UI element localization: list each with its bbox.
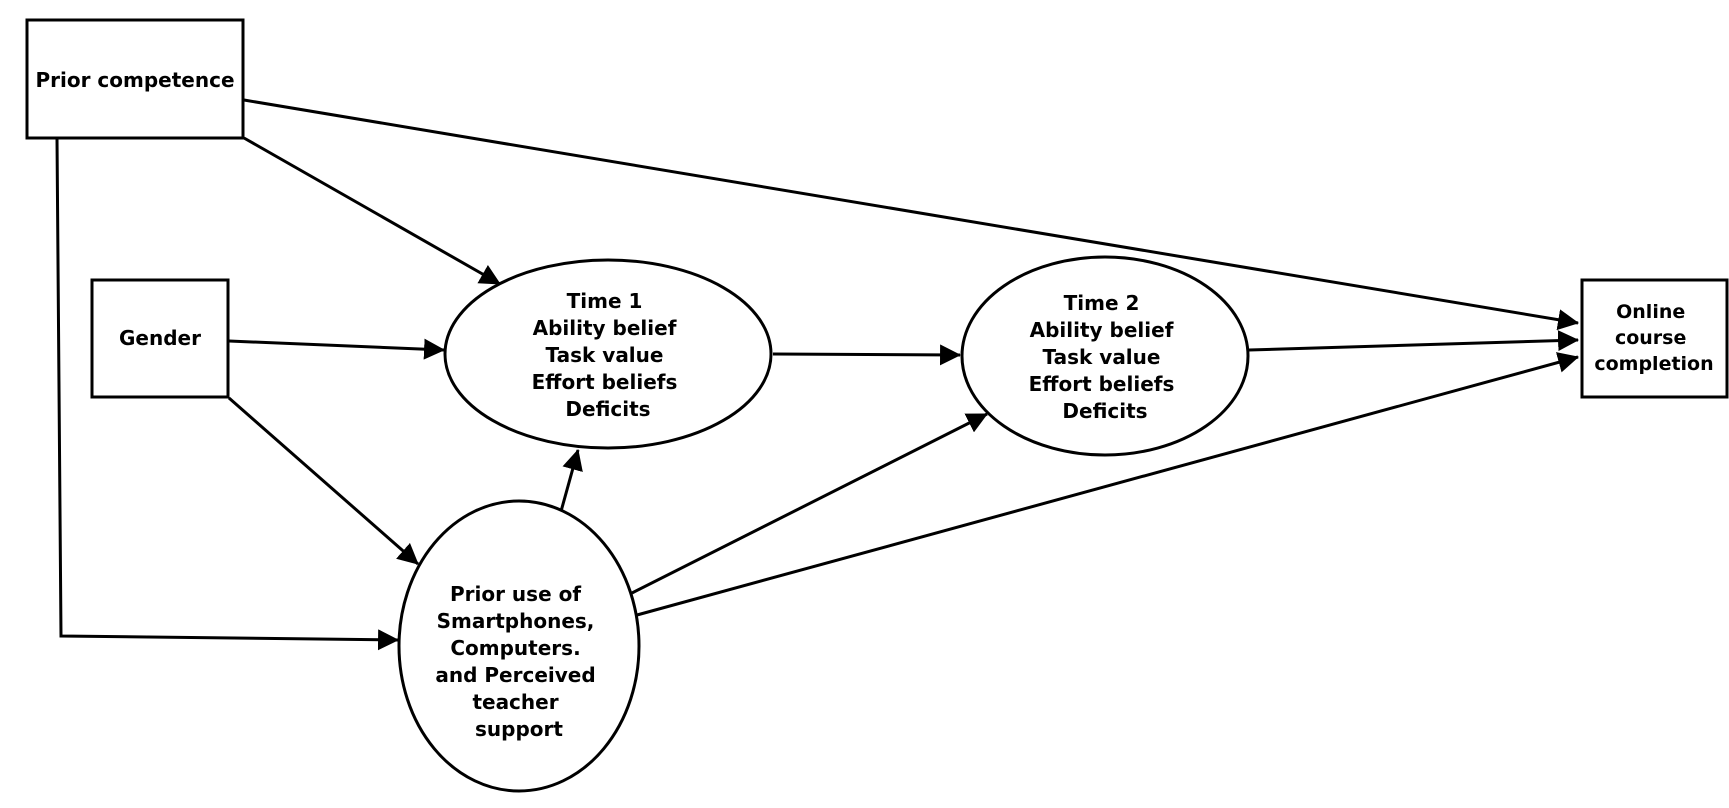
node-gender: Gender (90, 278, 230, 399)
prior-competence-box (25, 18, 245, 140)
time1-line: Deficits (565, 397, 650, 421)
prior-use-line: Prior use of (450, 582, 581, 606)
time1-ellipse (443, 258, 773, 450)
prior-competence-line: Prior competence (35, 68, 234, 92)
prior-use-line: Smartphones, (437, 609, 595, 633)
time2-line: Deficits (1062, 399, 1147, 423)
prior-competence-label: Prior competence (35, 68, 234, 92)
outcome-line: Online (1616, 301, 1685, 323)
outcome-line: course (1615, 327, 1686, 349)
time2-label: Time 2 Ability belief Task value Effort … (1029, 291, 1182, 423)
edge-prior-use-to-time1 (558, 448, 583, 516)
node-time1: Time 1 Ability belief Task value Effort … (443, 258, 773, 450)
edge-prior-competence-to-time1 (243, 136, 501, 286)
node-time2: Time 2 Ability belief Task value Effort … (960, 255, 1250, 457)
node-outcome: Online course completion (1580, 278, 1729, 399)
prior-use-line: and Perceived (435, 663, 595, 687)
outcome-label: Online course completion (1594, 301, 1713, 375)
outcome-box (1580, 278, 1729, 399)
time2-ellipse (960, 255, 1250, 457)
edge-prior-use-to-time2 (631, 412, 988, 595)
gender-box (90, 278, 230, 399)
edge-gender-to-prior-use (228, 396, 419, 566)
edge-prior-use-to-outcome (636, 352, 1580, 617)
time2-line: Time 2 (1064, 291, 1140, 315)
prior-use-ellipse (397, 499, 641, 793)
prior-use-line: support (475, 717, 563, 741)
time1-label: Time 1 Ability belief Task value Effort … (532, 289, 685, 421)
time2-line: Ability belief (1030, 318, 1174, 342)
edges (55, 98, 1580, 651)
prior-use-line: Computers. (450, 636, 580, 660)
edge-time2-to-outcome (1248, 330, 1580, 352)
edge-prior-competence-to-outcome (243, 98, 1580, 331)
node-prior-competence: Prior competence (25, 18, 245, 140)
edge-prior-competence-to-prior-use (55, 137, 400, 651)
edge-time1-to-time2 (772, 344, 962, 366)
time1-line: Ability belief (533, 316, 677, 340)
node-prior-use: Prior use of Smartphones, Computers. and… (397, 499, 641, 793)
time2-line: Task value (1043, 345, 1161, 369)
prior-use-line: teacher (472, 690, 558, 714)
time1-line: Effort beliefs (532, 370, 678, 394)
time1-line: Time 1 (567, 289, 643, 313)
time1-line: Task value (546, 343, 664, 367)
gender-label: Gender (119, 326, 201, 350)
time2-line: Effort beliefs (1029, 372, 1175, 396)
prior-use-label: Prior use of Smartphones, Computers. and… (435, 582, 602, 741)
outcome-line: completion (1594, 353, 1713, 375)
gender-line: Gender (119, 326, 201, 350)
edge-gender-to-time1 (228, 338, 446, 360)
